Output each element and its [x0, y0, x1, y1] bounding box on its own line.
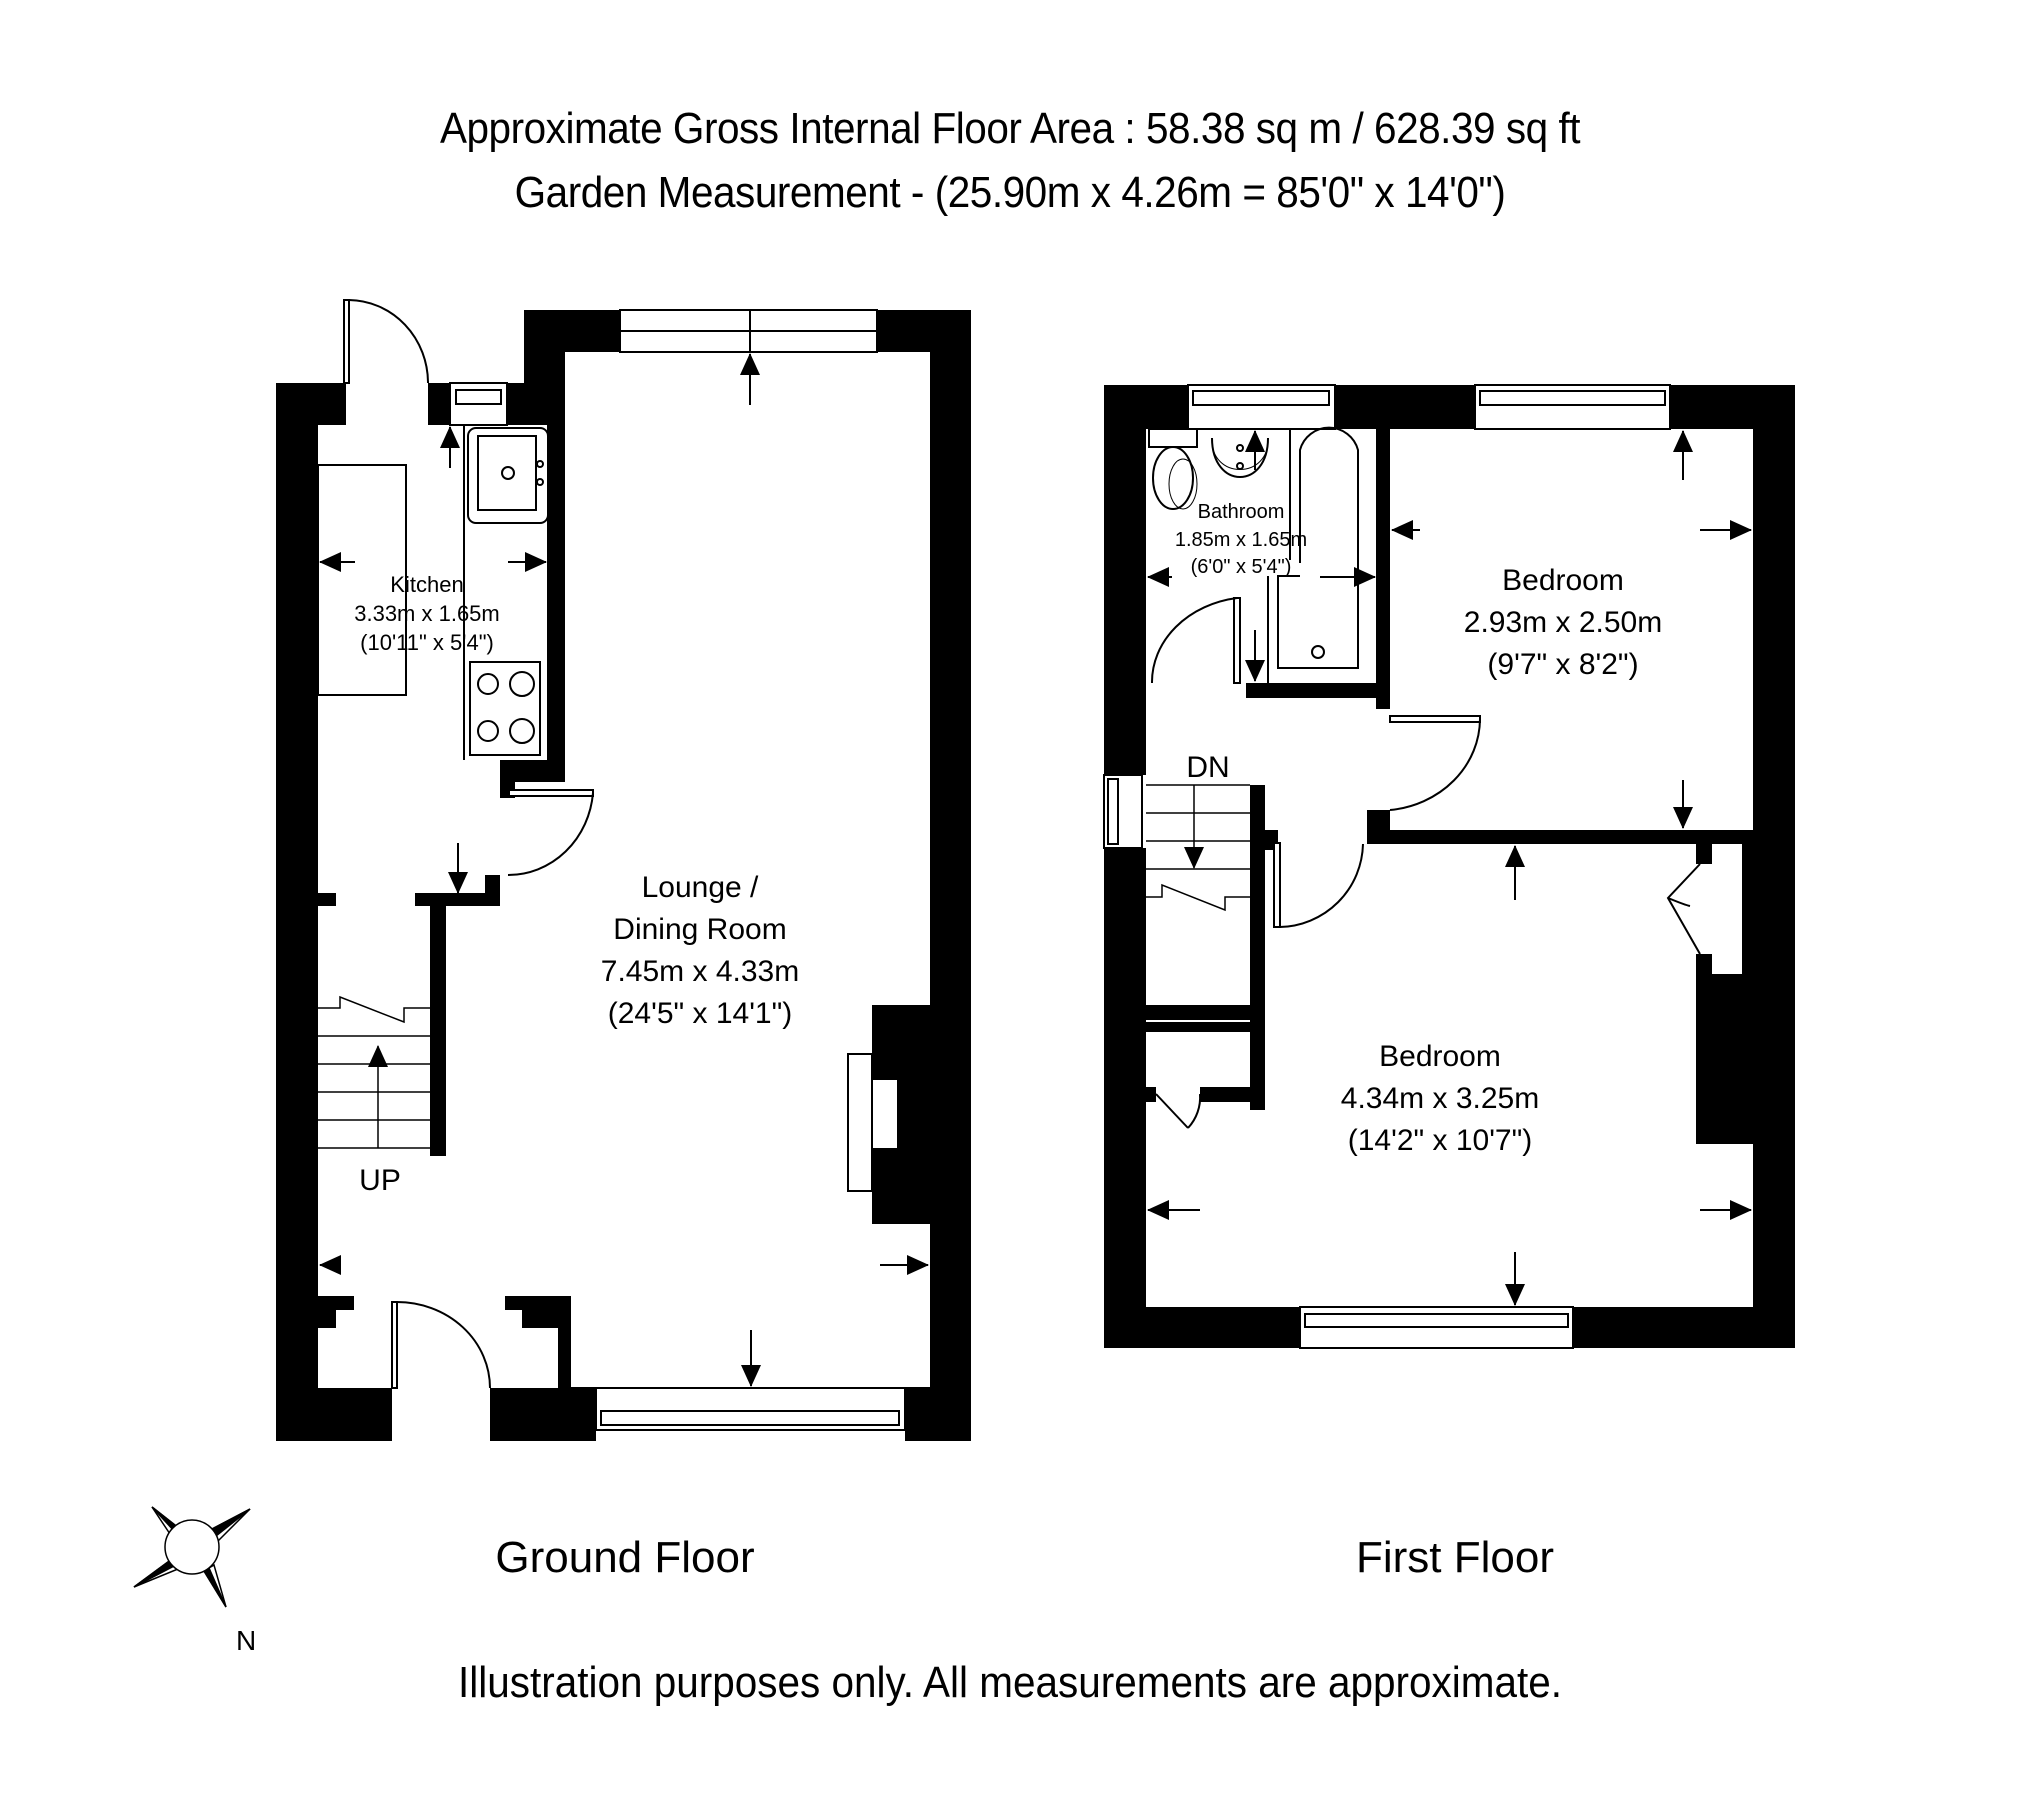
bedroom1-door — [1389, 715, 1481, 811]
lounge-name-2: Dining Room — [613, 913, 786, 946]
first-floor-title: First Floor — [1356, 1533, 1554, 1582]
kitchen-window — [449, 382, 508, 426]
room-labels: Kitchen 3.33m x 1.65m (10'11" x 5'4") Lo… — [354, 501, 1662, 1197]
ground-floor-title: Ground Floor — [495, 1533, 755, 1582]
front-door — [391, 1301, 491, 1389]
fireplace-hearth — [847, 1053, 873, 1192]
stairs-down — [1146, 784, 1250, 912]
bedroom2-name: Bedroom — [1379, 1040, 1501, 1073]
bedroom2-metric: 4.34m x 3.25m — [1341, 1082, 1539, 1115]
stairs-up — [318, 995, 430, 1149]
compass-icon — [133, 1506, 251, 1608]
ground-dimension-arrows — [319, 353, 929, 1387]
front-window — [571, 1387, 930, 1431]
wardrobe-doors — [1666, 863, 1701, 955]
stairs-up-label: UP — [359, 1164, 401, 1197]
garden-measurement-heading: Garden Measurement - (25.90m x 4.26m = 8… — [514, 168, 1506, 217]
compass-north-label: N — [236, 1625, 257, 1656]
stairs-down-label: DN — [1186, 751, 1229, 784]
lounge-metric: 7.45m x 4.33m — [601, 955, 799, 988]
first-floor-windows — [1103, 384, 1671, 1349]
bathroom-name: Bathroom — [1198, 501, 1285, 523]
kitchen-metric: 3.33m x 1.65m — [354, 601, 500, 626]
floor-area-heading: Approximate Gross Internal Floor Area : … — [439, 104, 1581, 153]
lounge-imperial: (24'5" x 14'1") — [608, 997, 793, 1030]
lounge-name-1: Lounge / — [642, 871, 759, 904]
first-floor-plan — [1103, 384, 1795, 1349]
back-door — [343, 299, 429, 384]
first-dimension-arrows — [1147, 430, 1752, 1306]
bedroom1-metric: 2.93m x 2.50m — [1464, 606, 1662, 639]
ground-floor-walls — [276, 310, 971, 1441]
cupboard-door — [1155, 1093, 1202, 1129]
bedroom1-name: Bedroom — [1502, 564, 1624, 597]
bathroom-imperial: (6'0" x 5'4") — [1191, 556, 1292, 578]
bedroom2-door — [1273, 842, 1364, 928]
garden-sliding-door — [619, 309, 878, 353]
ground-floor-plan — [276, 299, 971, 1441]
kitchen-imperial: (10'11" x 5'4") — [360, 630, 494, 655]
first-floor-walls — [1104, 385, 1795, 1348]
bedroom1-imperial: (9'7" x 8'2") — [1487, 648, 1638, 681]
bedroom2-imperial: (14'2" x 10'7") — [1348, 1124, 1533, 1157]
bathroom-door — [1150, 597, 1241, 684]
disclaimer: Illustration purposes only. All measurem… — [458, 1658, 1562, 1707]
bathroom-fittings — [1148, 426, 1359, 683]
kitchen-units — [317, 425, 549, 760]
bathroom-metric: 1.85m x 1.65m — [1175, 529, 1307, 551]
kitchen-name: Kitchen — [390, 572, 463, 597]
kitchen-door — [507, 789, 594, 877]
